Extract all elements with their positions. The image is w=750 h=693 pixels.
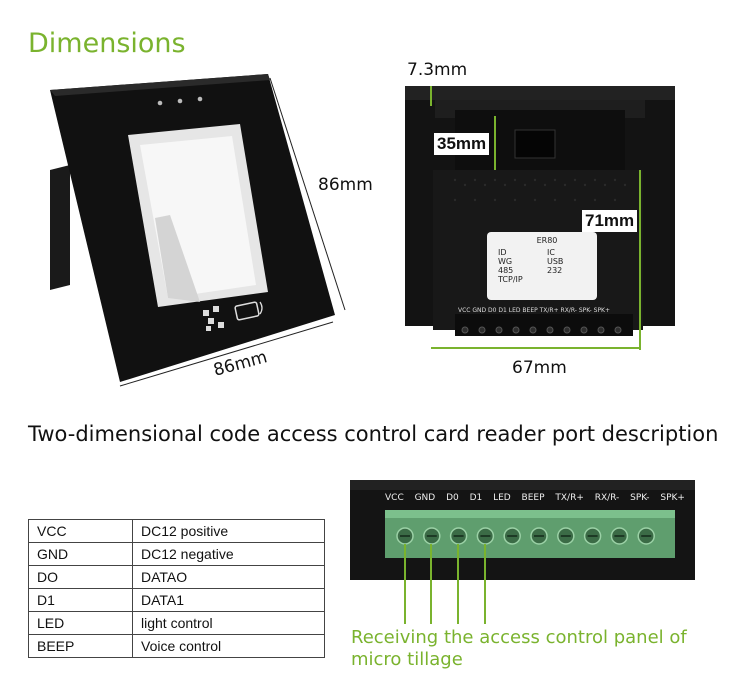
terminal-label: VCC	[385, 493, 404, 503]
terminal-closeup	[350, 480, 695, 624]
terminal-label: RX/R-	[594, 493, 620, 503]
port-description: DC12 positive	[132, 519, 325, 543]
port-description: DATA1	[132, 588, 325, 612]
terminal-label: SPK-	[630, 493, 650, 503]
front-height-label: 86mm	[318, 175, 373, 195]
model-name: ER80	[536, 236, 558, 245]
port-description: Voice control	[132, 634, 325, 658]
terminal-label: GND	[414, 493, 436, 503]
terminal-label: D1	[469, 493, 483, 503]
port-description: DC12 negative	[132, 542, 325, 566]
back-inner-label: 35mm	[434, 133, 490, 155]
port-name: VCC	[28, 519, 133, 543]
sticker-option: USB	[547, 257, 564, 266]
section-title: Two-dimensional code access control card…	[28, 422, 719, 446]
sticker-option: IC	[547, 248, 555, 257]
back-height-label: 71mm	[582, 210, 638, 232]
port-description: DATAO	[132, 565, 325, 589]
card-tap-icon	[234, 301, 263, 321]
port-name: DO	[28, 565, 133, 589]
sticker-option: ID	[498, 248, 507, 257]
back-depth-label: 7.3mm	[407, 60, 468, 80]
port-name: GND	[28, 542, 133, 566]
port-description: light control	[132, 611, 325, 635]
terminal-label-row: VCC GND D0 D1 LED BEEP TX/R+ RX/R- SPK- …	[385, 493, 685, 503]
back-terminal-labels: VCC GND D0 D1 LED BEEP TX/R+ RX/R- SPK- …	[458, 307, 611, 314]
back-width-label: 67mm	[512, 358, 567, 378]
sticker-option: 232	[547, 266, 563, 275]
sticker-option: TCP/IP	[498, 275, 523, 284]
port-name: LED	[28, 611, 133, 635]
back-view-illustration	[405, 86, 675, 350]
qr-code-icon	[203, 306, 224, 331]
terminal-label: SPK+	[660, 493, 685, 503]
terminal-label: LED	[493, 493, 511, 503]
sticker-option: 485	[498, 266, 514, 275]
port-name: BEEP	[28, 634, 133, 658]
sticker-option: WG	[498, 257, 513, 266]
terminal-label: D0	[446, 493, 459, 503]
terminal-label: BEEP	[521, 493, 545, 503]
port-name: D1	[28, 588, 133, 612]
page-title: Dimensions	[28, 28, 186, 59]
terminal-label: TX/R+	[555, 493, 584, 503]
front-view-illustration	[50, 74, 346, 387]
terminal-note: Receiving the access control panel of mi…	[351, 627, 687, 670]
model-sticker: ER80 ID IC WG USB 485 232 TCP/IP	[498, 236, 596, 284]
